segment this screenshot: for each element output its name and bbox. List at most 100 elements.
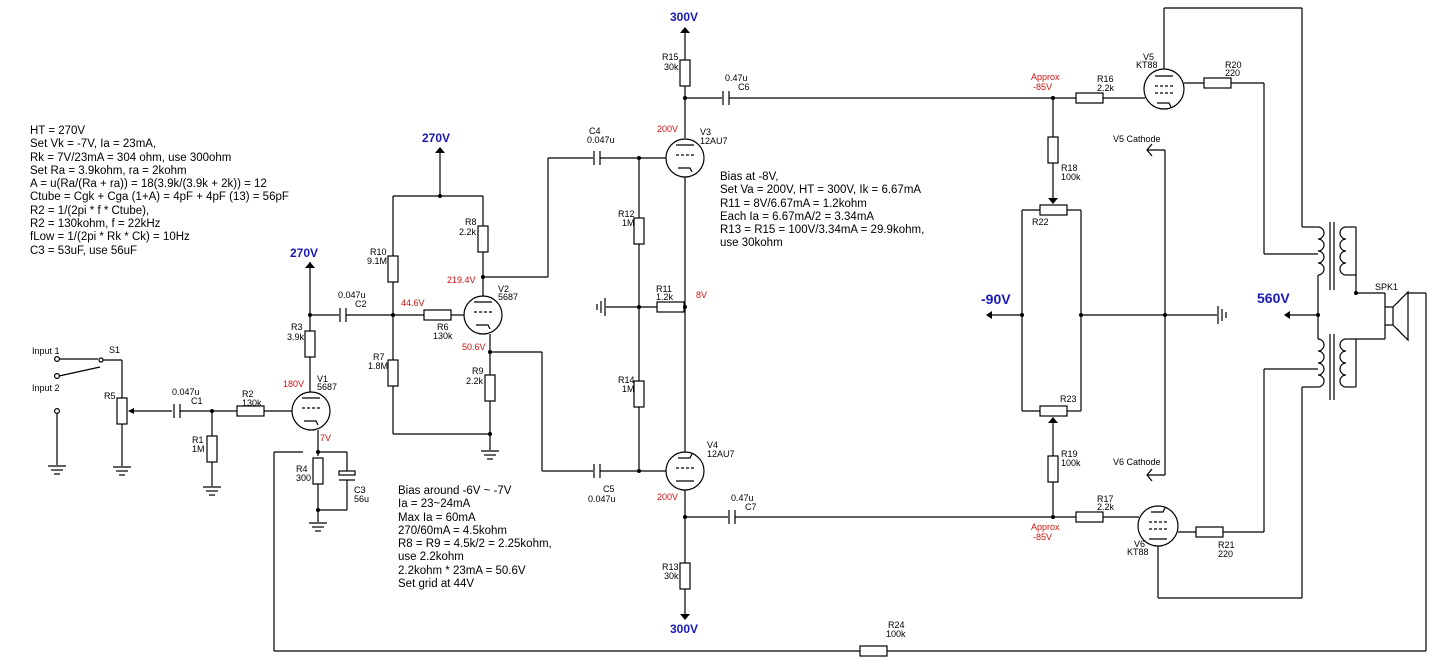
- r1-value: 1M: [192, 444, 205, 454]
- note-line: Set grid at 44V: [398, 578, 475, 591]
- resistor-r8: [477, 225, 489, 253]
- note-line: Bias at -8V,: [720, 171, 779, 183]
- resistor-r7: [387, 359, 399, 387]
- r23-label: R23: [1060, 394, 1077, 404]
- note-line: Max Ia = 60mA: [398, 511, 476, 524]
- note-line: use 30kohm: [720, 237, 783, 250]
- r9-value: 2.2k: [466, 376, 484, 386]
- v2-stage: 270V R10 9.1M R7 1.8M 44.6V R6 130k V2 5…: [367, 131, 593, 472]
- r20-label: R20: [1225, 60, 1242, 70]
- resistor-r20: [1203, 77, 1232, 89]
- r12-label: R12: [618, 209, 635, 219]
- r16-label: R16: [1097, 74, 1114, 84]
- c4-value: 0.047u: [587, 135, 615, 145]
- r15-label: R15: [662, 52, 679, 62]
- c6-value: 0.47u: [725, 73, 748, 83]
- r18-value: 100k: [1061, 172, 1081, 182]
- r22-label: R22: [1032, 217, 1049, 227]
- r16-value: 2.2k: [1097, 83, 1115, 93]
- v1-plate-voltage: 180V: [283, 379, 304, 389]
- v1-stage: 270V R3 3.9k V1 5687 180V 7V R4 300 C3 5…: [273, 246, 860, 652]
- resistor-r10: [387, 255, 399, 283]
- r10-value: 9.1M: [367, 256, 387, 266]
- ground-symbol: [596, 298, 606, 316]
- r1-label: R1: [192, 435, 204, 445]
- input-1-label: Input 1: [32, 346, 60, 356]
- c3-label: C3: [354, 485, 366, 495]
- potentiometer-r23: [1039, 405, 1068, 417]
- resistor-r11: [656, 301, 685, 313]
- resistor-r19: [1047, 455, 1059, 483]
- spk1-label: SPK1: [1375, 282, 1398, 292]
- rail-560v: 560V: [1257, 290, 1290, 306]
- r20-value: 220: [1225, 68, 1240, 78]
- design-notes-v2: Bias around -6V ~ -7V Ia = 23~24mA Max I…: [398, 485, 552, 591]
- design-notes-v1: HT = 270V Set Vk = -7V, Ia = 23mA, Rk = …: [30, 125, 289, 258]
- r21-label: R21: [1218, 540, 1235, 550]
- ground-symbol: [309, 522, 327, 532]
- potentiometer-r22: [1039, 204, 1068, 216]
- note-line: Each Ia = 6.67mA/2 = 3.34mA: [720, 210, 875, 223]
- resistor-r5: [116, 397, 128, 425]
- v1-cathode-voltage: 7V: [320, 433, 331, 443]
- v2-label: V2: [498, 284, 509, 294]
- r24-value: 100k: [886, 629, 906, 639]
- approx-bottom-label: Approx: [1031, 522, 1060, 532]
- note-line: R11 = 8V/6.67mA = 1.2kohm: [720, 197, 867, 210]
- speaker-spk1: [1384, 290, 1409, 342]
- resistor-r21: [1195, 526, 1224, 538]
- rail-270v-b: 270V: [422, 131, 450, 145]
- resistor-r18: [1047, 136, 1059, 164]
- capacitor-c3: [338, 470, 356, 481]
- ground-symbol: [113, 466, 131, 476]
- c4-label: C4: [589, 126, 601, 136]
- resistor-r9: [484, 374, 496, 402]
- ground-symbol: [48, 465, 66, 475]
- note-line: C3 = 53uF, use 56uF: [30, 244, 138, 257]
- r13-label: R13: [662, 562, 679, 572]
- v6-label: V6: [1134, 539, 1145, 549]
- r7-label: R7: [373, 352, 385, 362]
- approx-top-label: Approx: [1031, 72, 1060, 82]
- note-line: Ctube = Cgk + Cga (1+A) = 4pF + 4pF (13)…: [30, 191, 289, 204]
- approx-top-voltage: -85V: [1033, 82, 1052, 92]
- ground-symbol: [1217, 306, 1227, 324]
- v2-cathode-voltage: 50.6V: [462, 342, 486, 352]
- v5-label: V5: [1143, 52, 1154, 62]
- rail-300v-top: 300V: [670, 10, 698, 24]
- c5-value: 0.047u: [588, 494, 616, 504]
- s1-label: S1: [109, 345, 120, 355]
- design-notes-phase-splitter: Bias at -8V, Set Va = 200V, HT = 300V, I…: [720, 171, 924, 251]
- r21-value: 220: [1218, 549, 1233, 559]
- bias-network: Approx -85V Approx -85V R18 100k R22 -90…: [981, 72, 1227, 542]
- approx-bottom-voltage: -85V: [1033, 532, 1052, 542]
- r9-label: R9: [472, 366, 484, 376]
- tube-v1: [291, 391, 331, 431]
- resistor-r15: [679, 59, 691, 87]
- v2-type: 5687: [498, 292, 518, 302]
- note-line: 2.2kohm * 23mA = 50.6V: [398, 564, 526, 577]
- rail-270v-a: 270V: [290, 246, 318, 260]
- v3-label: V3: [700, 127, 711, 137]
- r5-label: R5: [104, 391, 116, 401]
- capacitor-c7: [728, 510, 736, 524]
- rail-neg90v: -90V: [981, 291, 1011, 307]
- v3-plate-voltage: 200V: [657, 124, 678, 134]
- v3-type: 12AU7: [700, 136, 728, 146]
- note-line: fLow = 1/(2pi * Rk * Ck) = 10Hz: [30, 231, 190, 244]
- ground-symbol: [481, 450, 499, 460]
- capacitor-c4: [593, 151, 601, 165]
- resistor-r14: [633, 380, 645, 408]
- r3-value: 3.9k: [287, 332, 305, 342]
- note-line: Rk = 7V/23mA = 304 ohm, use 300ohm: [30, 151, 232, 164]
- output-transformer: [1264, 222, 1385, 400]
- v5-cathode-label: V5 Cathode: [1113, 134, 1161, 144]
- phase-splitter-stage: 300V R15 30k 200V C4 0.047u V3 12AU7 R12…: [587, 10, 1076, 636]
- v5-type: KT88: [1136, 60, 1158, 70]
- v4-plate-voltage: 200V: [657, 492, 678, 502]
- note-line: Set Va = 200V, HT = 300V, Ik = 6.67mA: [720, 184, 922, 197]
- capacitor-c5: [593, 464, 601, 478]
- c1-value: 0.047u: [172, 387, 200, 397]
- r8-label: R8: [465, 217, 477, 227]
- r8-value: 2.2k: [459, 227, 477, 237]
